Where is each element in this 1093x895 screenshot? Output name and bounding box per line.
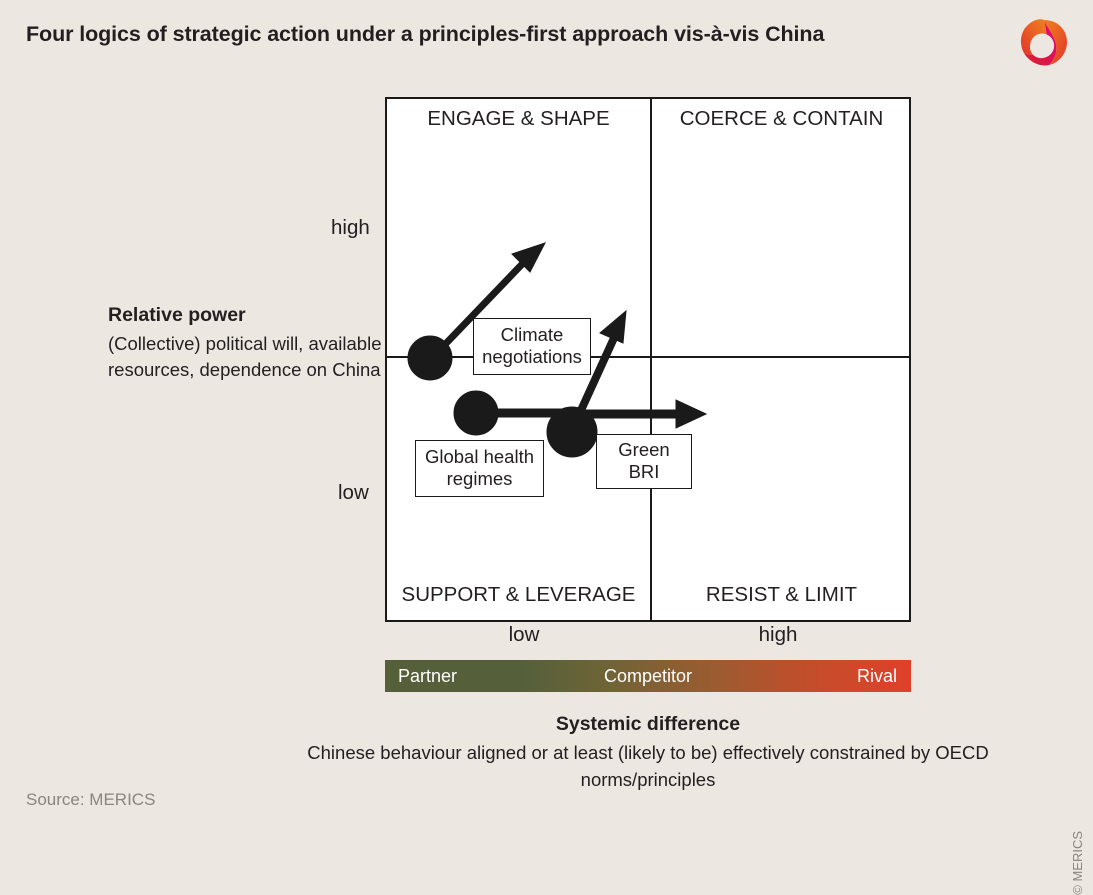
y-axis-tick-low: low bbox=[338, 481, 369, 504]
y-axis-tick-high: high bbox=[331, 216, 370, 239]
x-axis-label-block: Systemic difference Chinese behaviour al… bbox=[290, 710, 1006, 794]
strategy-matrix: ENGAGE & SHAPE COERCE & CONTAIN SUPPORT … bbox=[385, 97, 911, 622]
source-note: Source: MERICS bbox=[26, 790, 156, 809]
partner-rival-gradient-legend: Partner Competitor Rival bbox=[385, 660, 911, 692]
quadrant-label-support-leverage: SUPPORT & LEVERAGE bbox=[401, 583, 636, 606]
merics-logo bbox=[1021, 19, 1067, 66]
legend-label-partner: Partner bbox=[398, 666, 458, 686]
y-axis-title: Relative power bbox=[108, 304, 246, 326]
quadrant-label-engage-shape: ENGAGE & SHAPE bbox=[427, 107, 610, 130]
legend-label-competitor: Competitor bbox=[603, 666, 693, 686]
quadrant-label-resist-limit: RESIST & LIMIT bbox=[705, 583, 858, 606]
page-title: Four logics of strategic action under a … bbox=[26, 22, 825, 46]
callout-green-bri: Green BRI bbox=[596, 434, 692, 490]
callout-climate-negotiations: Climate negotiations bbox=[473, 318, 591, 376]
quadrant-label-coerce-contain: COERCE & CONTAIN bbox=[679, 107, 884, 130]
x-axis-tick-low: low bbox=[508, 623, 540, 646]
callout-global-health-regimes: Global health regimes bbox=[415, 440, 544, 498]
x-axis-tick-high: high bbox=[758, 623, 798, 646]
copyright-note: © MERICS bbox=[1070, 831, 1085, 895]
matrix-horizontal-divider bbox=[387, 356, 909, 358]
matrix-vertical-divider bbox=[650, 99, 652, 620]
y-axis-subtitle: (Collective) political will, available r… bbox=[108, 332, 382, 380]
legend-label-rival: Rival bbox=[856, 666, 897, 686]
x-axis-title: Systemic difference bbox=[555, 713, 741, 735]
y-axis-label-block: Relative power (Collective) political wi… bbox=[108, 302, 383, 383]
x-axis-subtitle: Chinese behaviour aligned or at least (l… bbox=[307, 742, 989, 791]
infographic-canvas: Four logics of strategic action under a … bbox=[26, 19, 1085, 895]
